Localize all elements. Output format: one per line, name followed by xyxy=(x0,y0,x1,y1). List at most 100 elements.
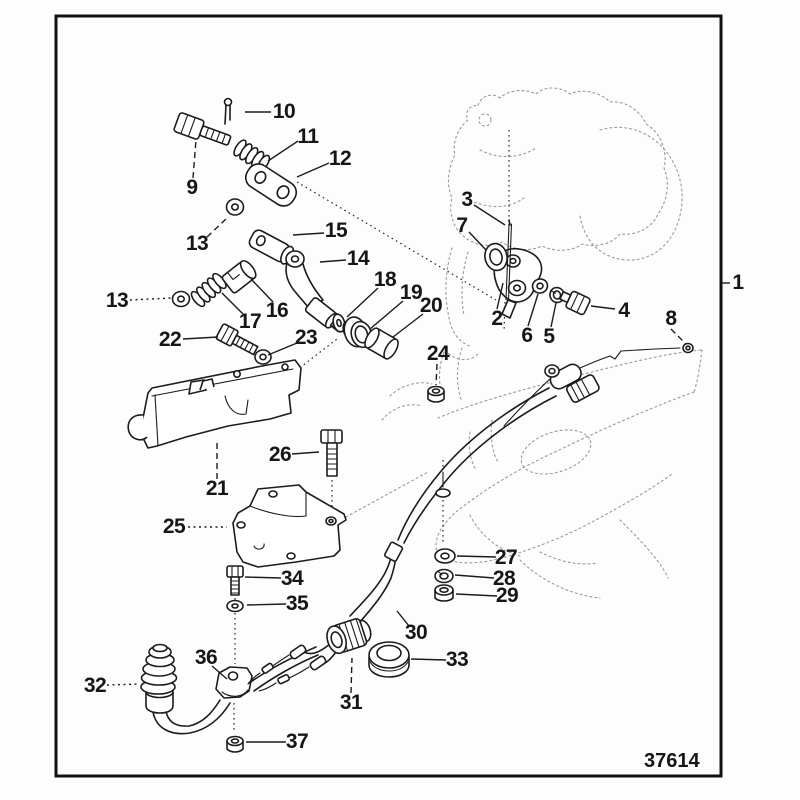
callout-10: 10 xyxy=(272,100,296,123)
callout-4: 4 xyxy=(618,299,630,322)
callout-28: 28 xyxy=(492,567,516,590)
leader-line-14 xyxy=(319,259,347,263)
callout-33: 33 xyxy=(445,648,469,671)
callout-31: 31 xyxy=(339,691,363,714)
part-37-nut xyxy=(226,735,244,753)
callout-18: 18 xyxy=(373,268,397,291)
leader-line-22 xyxy=(182,336,219,340)
leader-line-32 xyxy=(106,683,141,686)
part-24-nut xyxy=(427,385,445,403)
leader-line-24 xyxy=(435,363,438,386)
leader-line-26 xyxy=(291,451,320,455)
part-21-mounting-bracket xyxy=(127,359,302,449)
leader-line-12 xyxy=(296,162,330,178)
callout-14: 14 xyxy=(346,247,370,270)
part-30-corrugated-tube xyxy=(349,541,404,623)
engine-outline-sketch xyxy=(345,87,703,599)
callout-7: 7 xyxy=(456,214,468,237)
callout-36: 36 xyxy=(194,646,218,669)
part-34-bolt xyxy=(226,565,244,596)
callout-26: 26 xyxy=(268,443,292,466)
part-8-throttle-cable xyxy=(397,342,694,544)
leader-line-36 xyxy=(211,665,228,680)
callout-6: 6 xyxy=(521,324,533,347)
part-13-washer-upper xyxy=(225,198,245,216)
part-19-thrust-ring xyxy=(343,316,373,349)
part-10-cotter-pin xyxy=(223,97,233,125)
part-13-washer-lower xyxy=(171,290,191,308)
callout-29: 29 xyxy=(495,584,519,607)
callout-23: 23 xyxy=(294,326,318,349)
callout-37: 37 xyxy=(285,730,309,753)
callout-34: 34 xyxy=(280,567,304,590)
callout-15: 15 xyxy=(324,219,348,242)
callout-12: 12 xyxy=(328,147,352,170)
leader-line-19 xyxy=(369,300,404,330)
callout-17: 17 xyxy=(238,310,262,333)
part-6-washer xyxy=(531,278,549,294)
leader-line-29 xyxy=(455,593,498,597)
leader-line-8 xyxy=(670,328,687,345)
callout-25: 25 xyxy=(162,515,186,538)
leader-line-4 xyxy=(590,305,616,310)
leader-line-9 xyxy=(192,139,197,179)
part-26-bolt xyxy=(320,429,343,477)
leader-line-34 xyxy=(244,576,282,579)
leader-line-13 xyxy=(206,217,228,238)
part-22-bolt xyxy=(215,323,259,356)
part-29-nut xyxy=(434,584,454,602)
part-23-nut xyxy=(254,349,272,365)
part-32-bellows xyxy=(140,643,231,735)
leader-lines xyxy=(106,111,730,743)
part-28-lock-washer xyxy=(434,568,454,584)
callout-19: 19 xyxy=(399,281,423,304)
callout-35: 35 xyxy=(285,592,309,615)
part-16-bushing xyxy=(221,259,257,294)
callout-13: 13 xyxy=(185,232,209,255)
part-3-link-rod xyxy=(505,219,513,301)
leader-line-27 xyxy=(456,555,497,558)
leader-line-30 xyxy=(396,610,410,627)
part-33-grommet xyxy=(368,641,410,678)
leader-line-11 xyxy=(267,140,299,162)
border-frame xyxy=(54,14,723,778)
part-9-adjustment-bolt xyxy=(173,112,232,146)
part-7-grommet xyxy=(484,242,508,272)
part-31-harness-connector xyxy=(247,617,372,692)
callout-1: 1 xyxy=(732,271,744,294)
callout-22: 22 xyxy=(158,328,182,351)
part-20-bushing xyxy=(364,327,399,360)
part-36-cable-clamp xyxy=(215,666,253,699)
callout-8: 8 xyxy=(665,307,677,330)
callout-20: 20 xyxy=(419,294,443,317)
leader-line-6 xyxy=(527,293,539,327)
callout-2: 2 xyxy=(491,307,503,330)
part-11-spring xyxy=(233,139,271,172)
leader-line-28 xyxy=(454,574,495,579)
leader-line-31 xyxy=(350,657,353,694)
callout-30: 30 xyxy=(404,621,428,644)
part-12-connector-link xyxy=(244,163,298,207)
leader-line-3 xyxy=(473,204,506,226)
leader-line-33 xyxy=(410,658,447,661)
callout-9: 9 xyxy=(186,176,198,199)
part-17-spring xyxy=(190,272,227,308)
part-25-anchor-plate xyxy=(232,484,347,568)
callout-27: 27 xyxy=(494,546,518,569)
callout-21: 21 xyxy=(205,477,229,500)
leader-line-23 xyxy=(267,342,298,356)
leader-line-16 xyxy=(250,278,274,303)
drawing-number: 37614 xyxy=(644,750,700,772)
callout-5: 5 xyxy=(543,325,555,348)
leader-line-18 xyxy=(346,287,379,318)
part-4-bolt xyxy=(559,290,591,316)
leader-line-13 xyxy=(129,297,172,301)
callout-11: 11 xyxy=(297,125,319,148)
callout-24: 24 xyxy=(426,342,450,365)
leader-line-2 xyxy=(496,282,504,310)
callout-32: 32 xyxy=(83,674,107,697)
leader-line-15 xyxy=(292,232,325,236)
leader-line-17 xyxy=(221,292,244,315)
